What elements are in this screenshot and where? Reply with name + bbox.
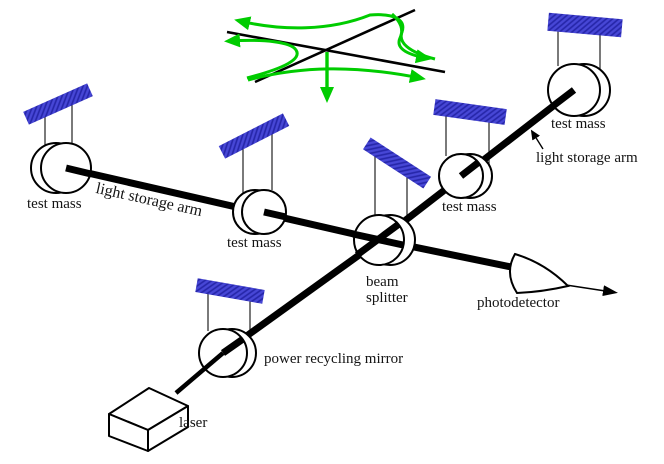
- laser-beams-under: [65, 87, 577, 356]
- photodetector-group: [509, 252, 618, 297]
- gw-flow-arrow-top-left: [234, 13, 436, 61]
- suspension-bar-beam-splitter: [362, 137, 432, 189]
- suspension-bar-power-recycling-mirror: [195, 278, 265, 304]
- test-mass-inner-left-mirror: [232, 189, 287, 235]
- laser-box: [108, 387, 189, 452]
- photodetector-output-arrow: [565, 284, 618, 297]
- label-power-recycling-mirror: power recycling mirror: [264, 351, 404, 367]
- beam-over-inner-right-test-mass: [458, 159, 482, 179]
- test-mass-top-right-mirror: [547, 63, 611, 117]
- label-photodetector: photodetector: [477, 295, 560, 311]
- label-test-mass-top-right: test mass: [551, 116, 606, 132]
- laser-box-front-face: [147, 405, 189, 452]
- beam-over-power-recycling-mirror: [220, 336, 246, 356]
- gw-flow-arrow-mid-left: [224, 33, 299, 80]
- optics: [30, 63, 611, 378]
- label-test-mass-left: test mass: [27, 196, 82, 212]
- laser-beams-over: [65, 87, 577, 356]
- beam-over-beam-splitter-diagonal: [354, 221, 402, 258]
- beam-over-top-right-test-mass: [550, 87, 577, 109]
- label-beam-splitter-line2: splitter: [366, 290, 408, 306]
- gw-flow-arrow-right-hook: [390, 12, 432, 64]
- gw-axis-line-1: [254, 8, 416, 84]
- beam-over-left-test-mass: [65, 164, 92, 178]
- beam-over-inner-left-test-mass: [263, 208, 287, 221]
- label-test-mass-inner-left: test mass: [227, 235, 282, 251]
- recycling-beam: [220, 237, 383, 356]
- label-light-storage-arm-right: light storage arm: [536, 150, 638, 166]
- label-test-mass-inner-right: test mass: [442, 199, 497, 215]
- laser-input-beam: [174, 351, 225, 395]
- gw-axis-line-2: [226, 30, 446, 74]
- suspension-bar-top-right-test-mass: [547, 12, 623, 38]
- gw-flow-arrow-bottom-right: [247, 67, 426, 83]
- suspension-bar-left-test-mass: [23, 83, 93, 125]
- suspension-bar-inner-left-test-mass: [218, 113, 290, 159]
- label-beam-splitter: beam splitter: [366, 274, 408, 306]
- label-laser: laser: [179, 415, 208, 431]
- suspension-platforms: [23, 12, 623, 304]
- left-arm-beam: [65, 164, 381, 244]
- label-beam-splitter-line1: beam: [366, 274, 399, 290]
- suspension-bar-inner-right-test-mass: [433, 99, 507, 125]
- gw-wave-pattern: [224, 8, 446, 103]
- arm-right-pointer-arrow: [530, 129, 544, 150]
- test-mass-left-mirror: [30, 142, 92, 194]
- photodetector-cone: [509, 252, 570, 295]
